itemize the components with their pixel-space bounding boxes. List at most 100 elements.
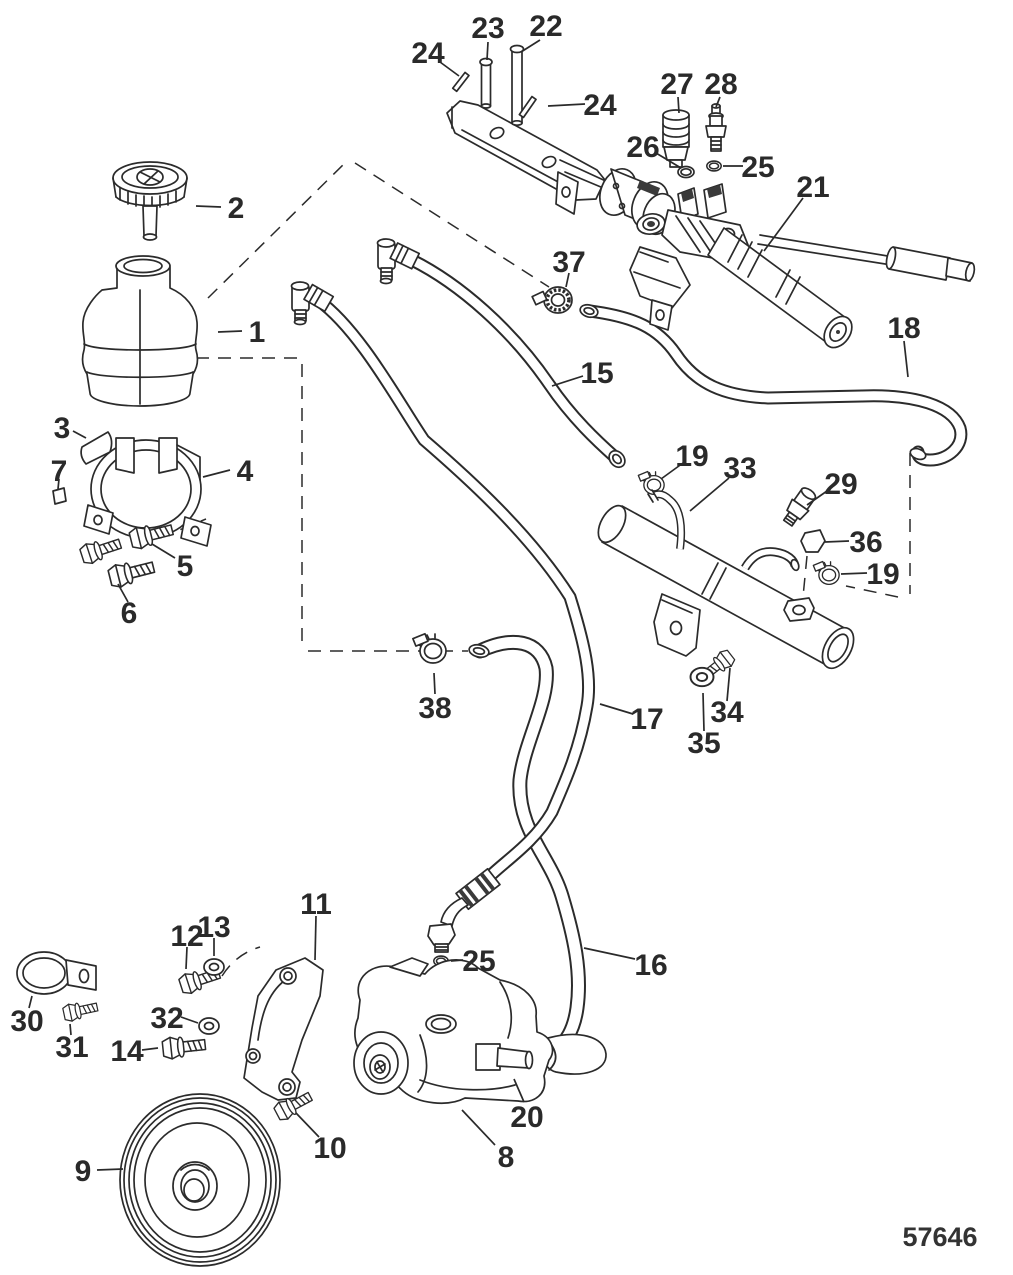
leader-line-20	[513, 1078, 525, 1103]
reservoir-cap	[112, 161, 188, 241]
callout-label-22: 22	[529, 10, 562, 43]
leader-line-35	[702, 692, 705, 732]
clip-part	[52, 487, 67, 505]
mounting-pin-23	[479, 57, 493, 109]
callout-label-6: 6	[121, 597, 138, 630]
leader-line-24	[439, 61, 460, 77]
leader-line-36	[824, 540, 850, 543]
leader-line-38	[433, 672, 436, 695]
o-ring-25-top	[706, 160, 722, 172]
fitting-28	[705, 103, 727, 152]
p-clamp-30	[16, 951, 97, 995]
callout-label-26: 26	[626, 131, 659, 164]
callout-label-13: 13	[197, 911, 230, 944]
reservoir-bracket	[83, 437, 212, 547]
callout-label-17: 17	[630, 703, 663, 736]
callout-label-25: 25	[741, 151, 774, 184]
leader-line-11	[314, 915, 317, 961]
leader-line-12	[185, 946, 188, 970]
leader-line-7	[57, 478, 60, 490]
callout-label-14: 14	[110, 1035, 144, 1068]
leader-line-26	[655, 152, 682, 169]
callout-label-20: 20	[510, 1101, 543, 1134]
leader-line-32	[180, 1016, 199, 1024]
cooler-tube-assembly	[597, 489, 855, 670]
leader-line-3	[72, 430, 87, 439]
leader-line-28	[715, 96, 721, 108]
callout-label-11: 11	[300, 888, 332, 921]
leader-line-30	[28, 995, 33, 1009]
callout-label-30: 30	[10, 1005, 43, 1038]
drawing-number: 57646	[902, 1222, 977, 1252]
callout-label-36: 36	[849, 526, 882, 559]
leader-line-37	[565, 272, 570, 288]
callout-label-8: 8	[498, 1141, 515, 1174]
hose-18	[579, 303, 961, 462]
callout-label-10: 10	[313, 1132, 346, 1165]
hose-16	[468, 642, 607, 1075]
callout-label-19: 19	[675, 440, 708, 473]
hose-17-elbow-fitting	[290, 281, 335, 326]
callout-label-18: 18	[887, 312, 920, 345]
mounting-pin-22	[509, 44, 525, 127]
callout-label-5: 5	[177, 550, 194, 583]
hose-15	[412, 260, 626, 469]
leader-line-17	[599, 703, 634, 715]
washer-13	[203, 958, 225, 976]
leader-line-10	[295, 1112, 320, 1138]
leader-line-25	[450, 959, 464, 962]
callout-label-28: 28	[704, 68, 737, 101]
callout-label-37: 37	[552, 246, 585, 279]
callout-label-24: 24	[411, 37, 445, 70]
hose-15-elbow-fitting	[376, 238, 421, 285]
callout-label-29: 29	[824, 468, 857, 501]
fitting-27	[662, 109, 690, 168]
callout-label-24: 24	[583, 89, 617, 122]
callout-label-32: 32	[150, 1002, 183, 1035]
leader-line-34	[726, 667, 731, 702]
callout-label-1: 1	[249, 316, 266, 349]
cotter-pin-24b	[518, 95, 537, 119]
callout-label-16: 16	[634, 949, 667, 982]
callout-label-19: 19	[866, 558, 899, 591]
power-steering-pump	[353, 957, 554, 1104]
leader-line-2	[195, 205, 222, 208]
leader-line-27	[677, 96, 680, 114]
callout-label-7: 7	[51, 455, 68, 488]
callout-label-35: 35	[687, 727, 720, 760]
leader-line-8	[461, 1109, 496, 1146]
steering-actuator	[446, 100, 976, 349]
bracket-bolt-5a	[78, 533, 124, 567]
leader-line-18	[903, 340, 909, 378]
leader-line-9	[96, 1168, 124, 1171]
pump-bracket	[243, 957, 324, 1101]
leader-line-31	[69, 1023, 72, 1036]
callout-label-25: 25	[462, 945, 495, 978]
hose-clamp-19-right	[812, 560, 840, 586]
leader-line-16	[583, 947, 636, 960]
leader-line-1	[217, 330, 243, 333]
fitting-29	[782, 487, 817, 527]
leader-line-14	[141, 1047, 159, 1051]
clamp-bolt-31	[61, 997, 100, 1024]
callout-label-38: 38	[418, 692, 451, 725]
reservoir-bottle	[81, 255, 199, 407]
leader-line-21	[763, 197, 804, 252]
leader-line-24	[547, 103, 586, 107]
callout-label-27: 27	[660, 68, 693, 101]
leader-line-5	[151, 543, 176, 559]
leader-line-23	[486, 41, 489, 61]
callout-label-2: 2	[228, 192, 245, 225]
leader-line-29	[806, 490, 828, 506]
leader-line-15	[551, 375, 584, 387]
washer-32	[198, 1017, 220, 1035]
leader-line-19	[660, 462, 684, 480]
callout-label-9: 9	[75, 1155, 92, 1188]
callout-label-3: 3	[54, 412, 71, 445]
callout-label-15: 15	[580, 357, 613, 390]
callout-label-4: 4	[237, 455, 254, 488]
hose-17-pump-fitting	[427, 867, 501, 999]
bracket-bolt-14	[161, 1033, 207, 1061]
